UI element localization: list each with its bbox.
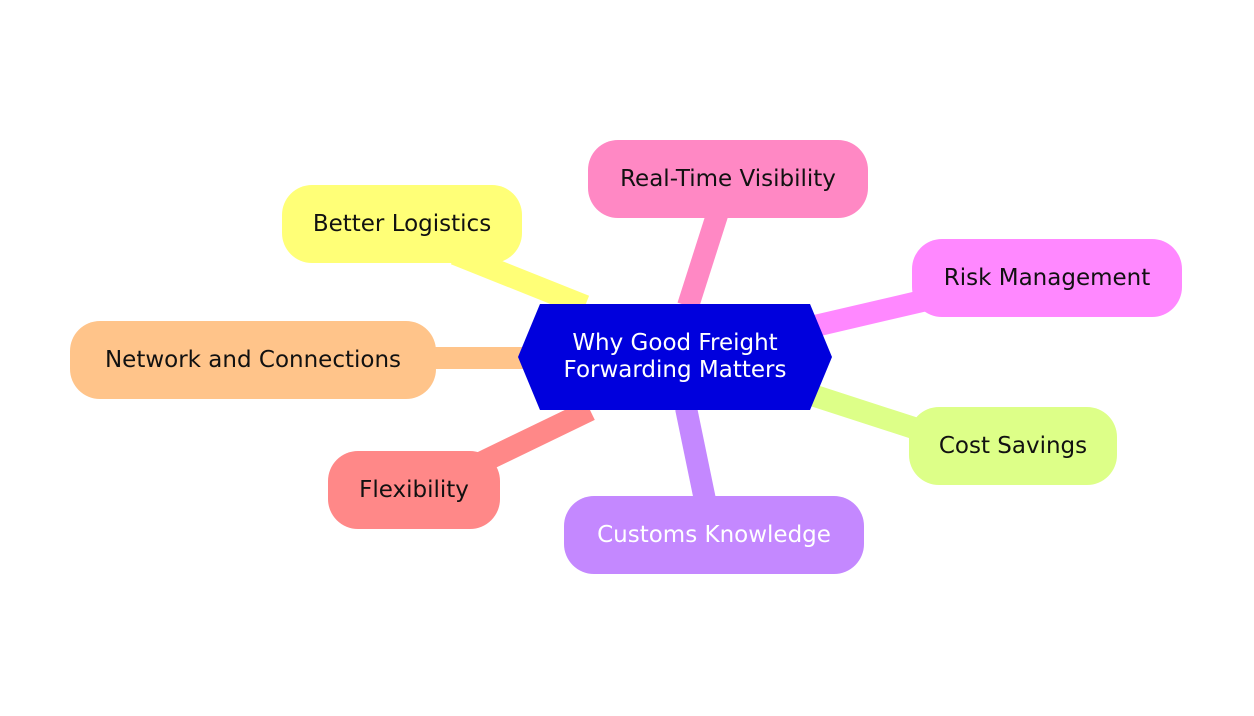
- node-better-logistics[interactable]: Better Logistics: [282, 185, 522, 263]
- node-label: Better Logistics: [312, 211, 492, 237]
- node-label: Network and Connections: [104, 347, 402, 373]
- central-topic-line-1: Why Good Freight: [572, 330, 778, 356]
- node-label: Real-Time Visibility: [620, 166, 836, 192]
- node-label: Flexibility: [359, 477, 469, 503]
- node-flexibility[interactable]: Flexibility: [328, 451, 500, 529]
- node-risk-management[interactable]: Risk Management: [912, 239, 1182, 317]
- node-label: Risk Management: [943, 265, 1151, 291]
- connector-real-time-visibility: [677, 208, 729, 310]
- node-real-time-visibility[interactable]: Real-Time Visibility: [588, 140, 868, 218]
- connector-cost-savings: [808, 384, 924, 441]
- node-network-and-connections[interactable]: Network and Connections: [70, 321, 436, 399]
- node-cost-savings[interactable]: Cost Savings: [909, 407, 1117, 485]
- node-label: Customs Knowledge: [597, 522, 831, 548]
- connector-customs-knowledge: [675, 405, 716, 503]
- central-topic-line-2: Forwarding Matters: [563, 357, 787, 383]
- connector-risk-management: [812, 287, 938, 337]
- node-label: Cost Savings: [938, 433, 1088, 459]
- central-topic[interactable]: Why Good Freight Forwarding Matters: [518, 304, 832, 410]
- node-customs-knowledge[interactable]: Customs Knowledge: [564, 496, 864, 574]
